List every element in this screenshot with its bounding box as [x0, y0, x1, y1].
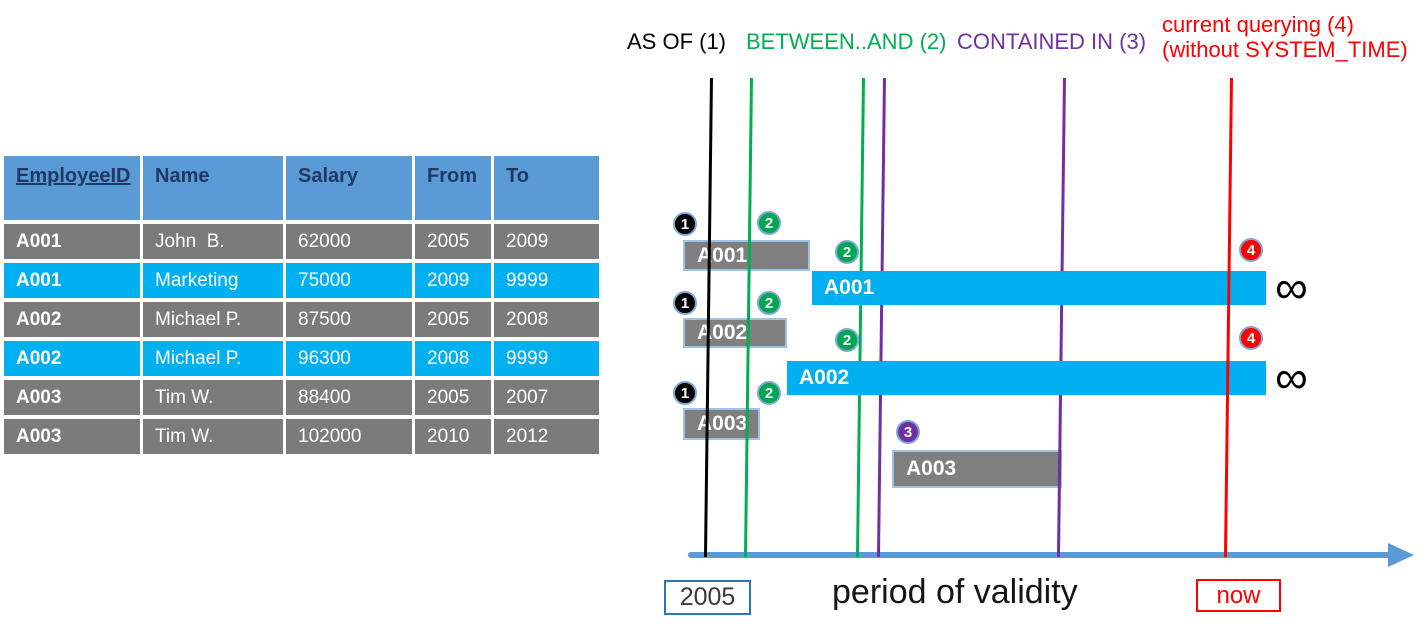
table-header-label: Name — [155, 165, 210, 187]
legend-as-of: AS OF (1) — [627, 29, 726, 54]
query-badge-1: 1 — [673, 291, 697, 315]
infinity-symbol: ∞ — [1275, 261, 1308, 313]
table-cell-name: Tim W. — [143, 419, 283, 454]
axis-label: period of validity — [832, 573, 1078, 611]
query-badge-2: 2 — [757, 211, 781, 235]
query-badge-2: 2 — [835, 240, 859, 264]
table-header-label: EmployeeID — [16, 165, 131, 187]
table-cell-employee-id: A003 — [4, 380, 140, 415]
bar-label: A002 — [697, 321, 748, 344]
query-badge-1: 1 — [673, 381, 697, 405]
table-cell-name: Michael P. — [143, 302, 283, 337]
table-cell-employee-id: A002 — [4, 341, 140, 376]
query-badge-4: 4 — [1239, 326, 1263, 350]
table-cell-from: 2005 — [415, 302, 491, 337]
now-box: now — [1196, 579, 1281, 612]
table-cell-name: Michael P. — [143, 341, 283, 376]
legend-label: current querying (4) — [1162, 12, 1354, 37]
table-cell-salary: 62000 — [286, 224, 412, 259]
query-badge-4: 4 — [1239, 238, 1263, 262]
contained-start-line — [876, 78, 886, 557]
table-header-employeeid: EmployeeID — [4, 156, 140, 220]
between-end-line — [855, 78, 865, 557]
bar-label: A001 — [697, 243, 748, 267]
table-cell-salary: 96300 — [286, 341, 412, 376]
bar-a002-current: A002 — [787, 361, 1266, 395]
legend-label: AS OF (1) — [627, 29, 727, 54]
legend-contained-in: CONTAINED IN (3) — [957, 29, 1146, 54]
bar-a002-history: A002 — [683, 318, 787, 348]
now-label: now — [1216, 581, 1261, 609]
table-cell-to: 2008 — [494, 302, 599, 337]
legend-label: BETWEEN..AND (2) — [746, 29, 947, 54]
bar-a003-history-2: A003 — [892, 450, 1062, 488]
year-2005-box: 2005 — [664, 580, 751, 615]
query-badge-2: 2 — [835, 328, 859, 352]
table-cell-to: 2007 — [494, 380, 599, 415]
now-line — [1223, 78, 1233, 557]
table-cell-salary: 102000 — [286, 419, 412, 454]
table-header-label: From — [427, 165, 477, 187]
table-cell-to: 2012 — [494, 419, 599, 454]
table-cell-salary: 75000 — [286, 263, 412, 298]
table-header-to: To — [494, 156, 599, 220]
query-badge-2: 2 — [757, 291, 781, 315]
legend-label: CONTAINED IN (3) — [957, 29, 1147, 54]
table-cell-employee-id: A001 — [4, 224, 140, 259]
infinity-symbol: ∞ — [1275, 351, 1308, 403]
timeline-axis — [688, 552, 1390, 558]
query-badge-1: 1 — [673, 212, 697, 236]
table-header-label: Salary — [298, 165, 359, 187]
bar-a001-current: A001 — [812, 271, 1266, 305]
bar-a001-history: A001 — [683, 240, 810, 271]
year-2005-label: 2005 — [679, 583, 736, 611]
table-cell-to: 9999 — [494, 341, 599, 376]
bar-label: A003 — [697, 412, 748, 435]
query-badge-2: 2 — [757, 381, 781, 405]
legend-current-querying: current querying (4)(without SYSTEM_TIME… — [1162, 12, 1408, 62]
table-cell-name: Tim W. — [143, 380, 283, 415]
bar-label: A001 — [824, 276, 875, 299]
bar-label: A003 — [906, 457, 957, 480]
table-cell-employee-id: A002 — [4, 302, 140, 337]
table-header-name: Name — [143, 156, 283, 220]
timeline-arrowhead-icon — [1388, 543, 1414, 567]
table-cell-from: 2005 — [415, 224, 491, 259]
table-cell-to: 2009 — [494, 224, 599, 259]
table-cell-from: 2008 — [415, 341, 491, 376]
table-cell-name: Marketing — [143, 263, 283, 298]
table-cell-employee-id: A003 — [4, 419, 140, 454]
legend-between-and: BETWEEN..AND (2) — [746, 29, 946, 54]
table-cell-employee-id: A001 — [4, 263, 140, 298]
table-cell-from: 2009 — [415, 263, 491, 298]
table-cell-salary: 88400 — [286, 380, 412, 415]
table-cell-to: 9999 — [494, 263, 599, 298]
table-cell-salary: 87500 — [286, 302, 412, 337]
legend-label-line2: (without SYSTEM_TIME) — [1162, 37, 1408, 63]
table-header-label: To — [506, 165, 529, 187]
table-header-from: From — [415, 156, 491, 220]
table-cell-from: 2010 — [415, 419, 491, 454]
table-cell-from: 2005 — [415, 380, 491, 415]
table-header-salary: Salary — [286, 156, 412, 220]
query-badge-3: 3 — [896, 420, 920, 444]
bar-label: A002 — [799, 366, 850, 389]
table-cell-name: John B. — [143, 224, 283, 259]
